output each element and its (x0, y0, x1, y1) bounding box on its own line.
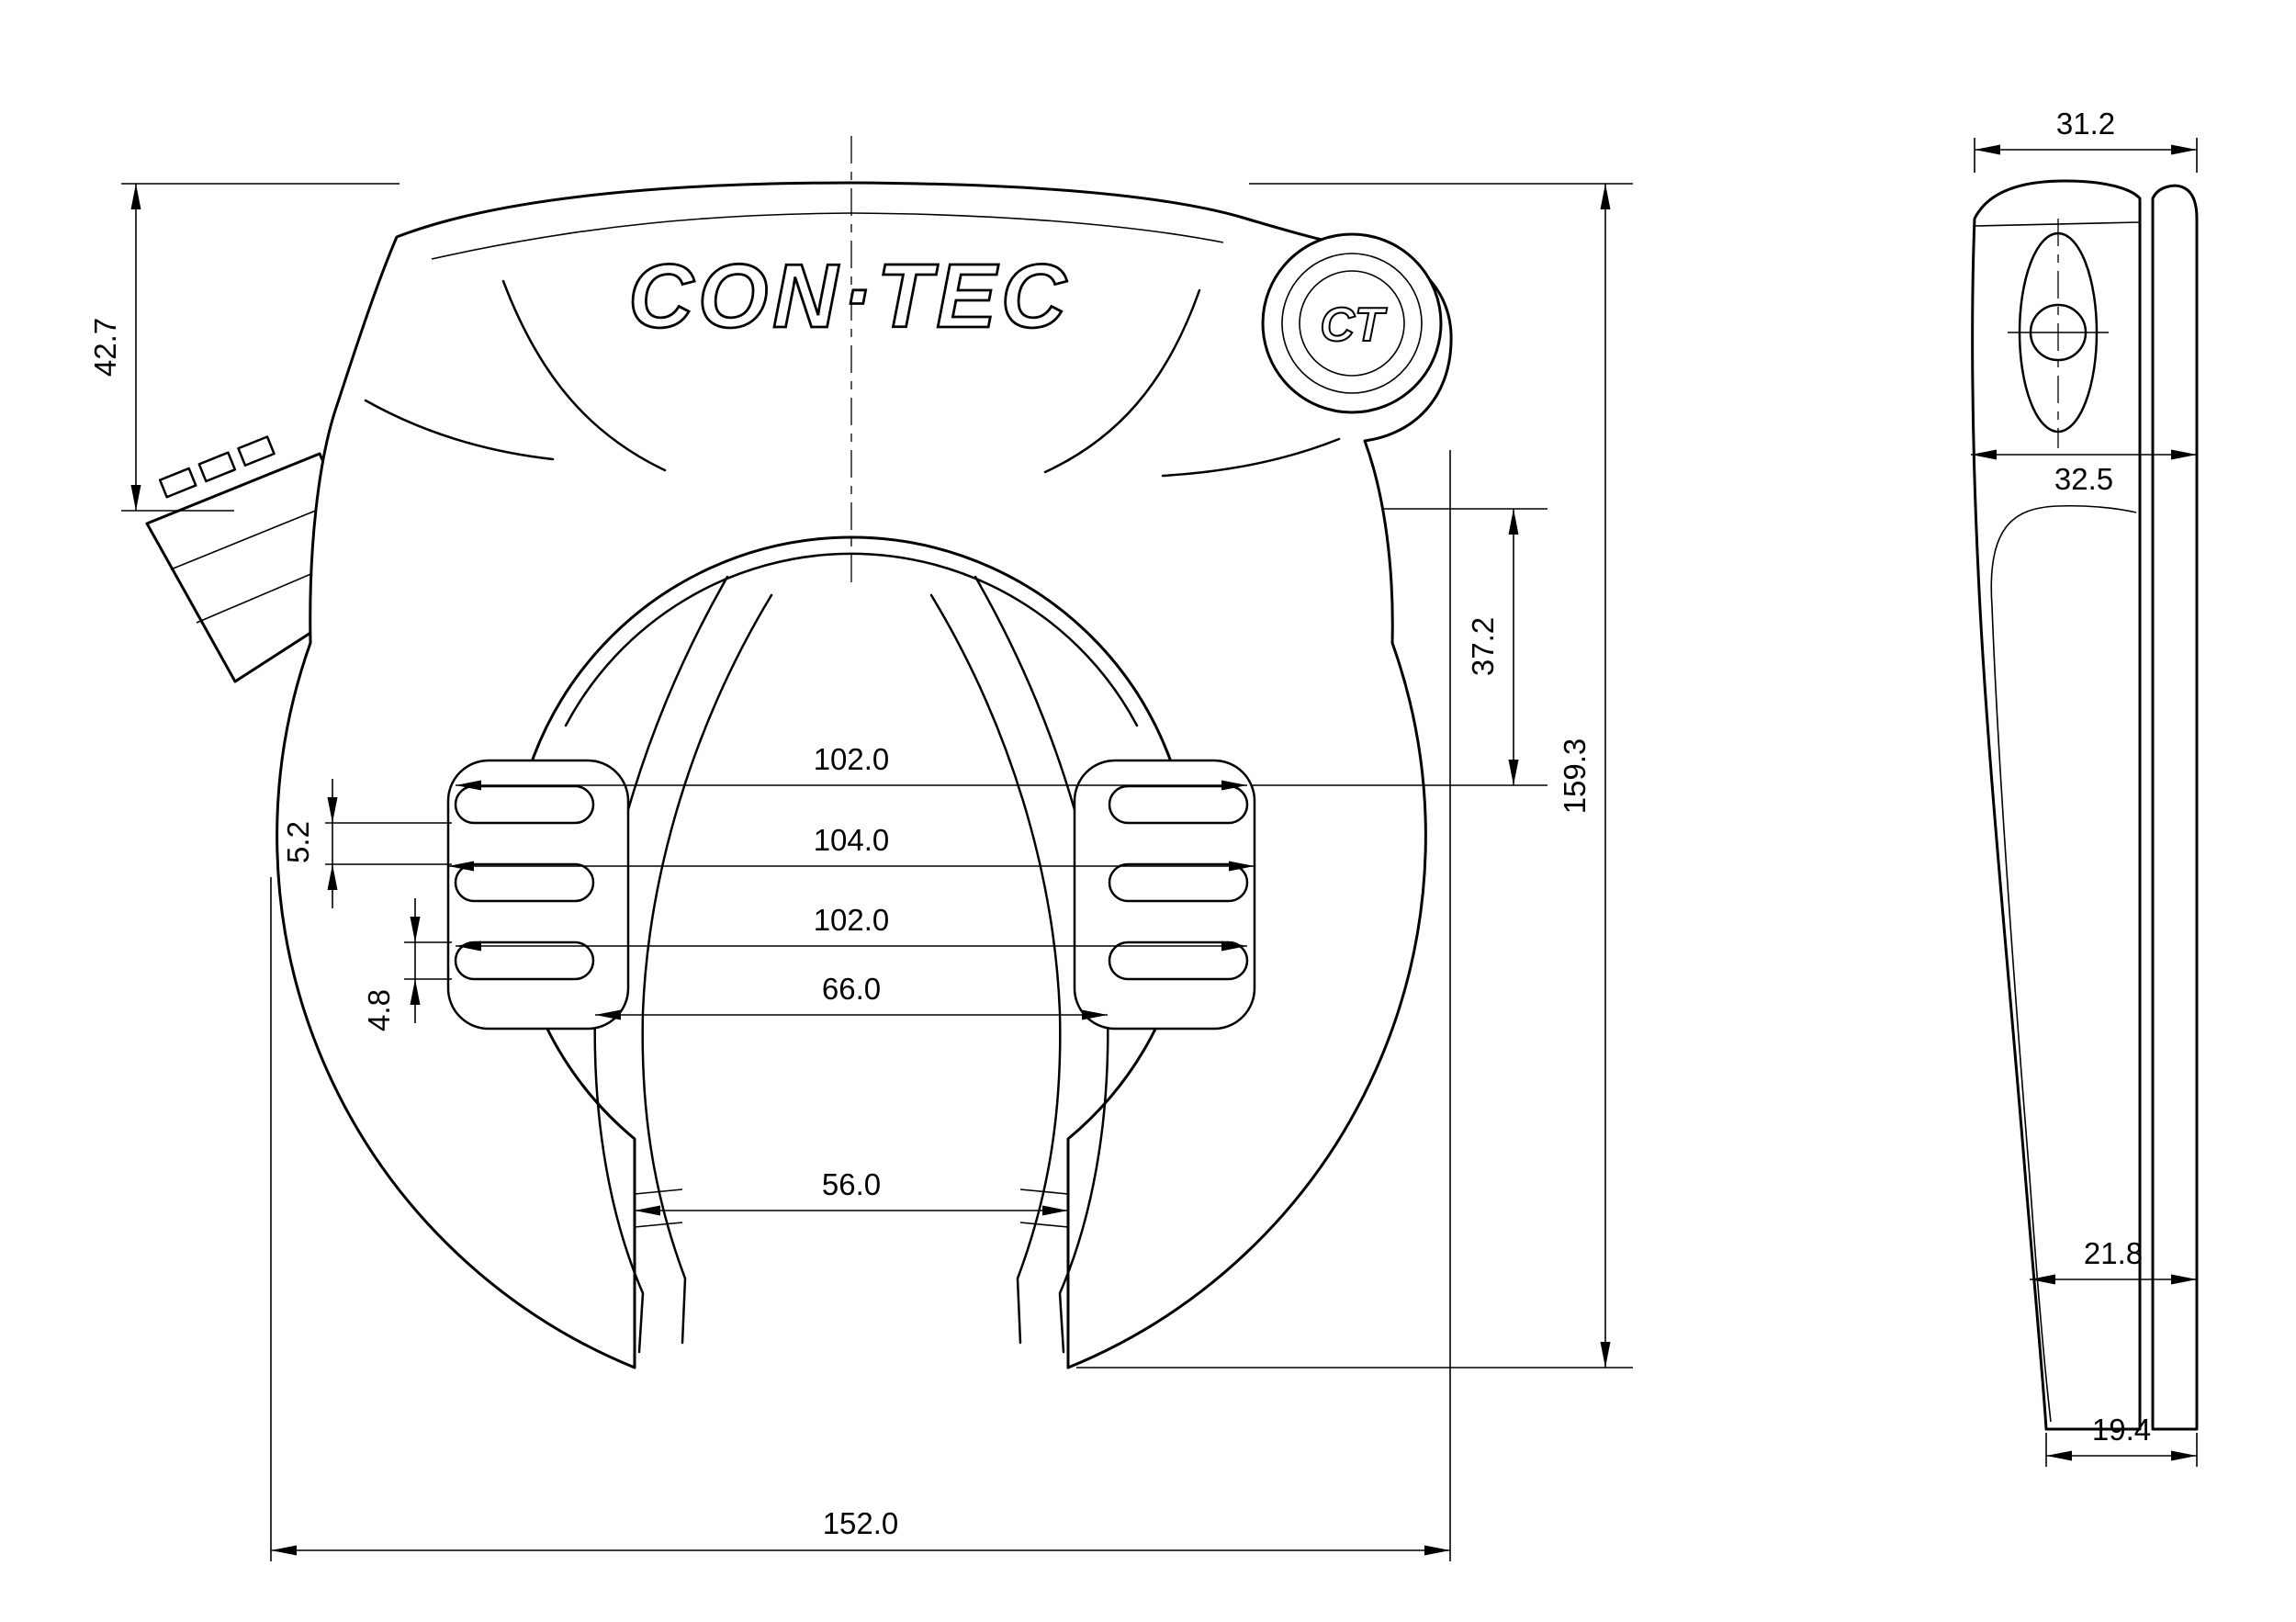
dim-side-upper-width: 32.5 (1971, 449, 2197, 496)
mount-slot (1108, 862, 1249, 903)
dim-overall-height-label: 159.3 (1558, 738, 1592, 815)
head-notch-left (501, 279, 667, 472)
dim-side-lower-width: 21.8 (2030, 1236, 2197, 1285)
dim-slot-span-lower: 102.0 (456, 903, 1247, 952)
dim-slot-gap-label: 5.2 (281, 821, 315, 863)
dim-overall-width: 152.0 (270, 450, 1451, 1561)
lever-serrations (158, 435, 276, 499)
shoulder-crease-right (1161, 437, 1341, 478)
dim-arm-inner-span: 66.0 (595, 972, 1108, 1020)
side-parting-line (1974, 221, 2141, 227)
side-body-outline (1971, 179, 2142, 1431)
dim-overall-height: 159.3 (1076, 183, 1633, 1369)
shoulder-crease-left (364, 399, 555, 461)
dim-slot-span-upper: 102.0 (456, 742, 1247, 791)
dim-side-upper-width-label: 32.5 (2054, 462, 2113, 496)
dim-slot-height: 4.8 (362, 898, 452, 1031)
dim-side-top-width-label: 31.2 (2056, 107, 2115, 141)
dim-overall-width-label: 152.0 (823, 1506, 899, 1540)
brand-wordmark: CON·TEC (628, 245, 1070, 346)
dim-plate-span-label: 104.0 (814, 823, 890, 857)
dim-side-top-width: 31.2 (1974, 107, 2198, 173)
logo-monogram: CT (1320, 298, 1388, 352)
dim-head-height: 42.7 (88, 183, 400, 512)
dim-side-lower-width-label: 21.8 (2084, 1236, 2143, 1270)
key-housing: CT (1261, 232, 1443, 414)
dim-key-offset: 37.2 (1251, 508, 1548, 786)
dim-slot-gap: 5.2 (281, 779, 452, 908)
bolt-arms (593, 575, 1109, 1354)
mount-slot (454, 784, 595, 825)
mount-slot (1108, 784, 1249, 825)
dim-side-bottom-width: 19.4 (2045, 1413, 2198, 1467)
mount-plate-left (446, 759, 630, 1031)
dim-arm-inner-span-label: 66.0 (822, 972, 881, 1006)
mount-slot (454, 862, 595, 903)
keyhole (2008, 219, 2109, 448)
dim-slot-span-lower-label: 102.0 (814, 903, 890, 937)
front-view: CT CON·TEC 42.7 37.2 159.3 102.0 (88, 136, 1633, 1561)
dim-plate-span: 104.0 (448, 823, 1255, 872)
head-notch-right (1043, 288, 1201, 474)
dim-slot-height-label: 4.8 (362, 989, 396, 1031)
dim-key-offset-label: 37.2 (1466, 617, 1500, 676)
dim-slot-span-upper-label: 102.0 (814, 742, 890, 776)
dim-opening-width-label: 56.0 (822, 1167, 881, 1201)
side-cover-plate (2151, 184, 2199, 1431)
mount-slot (454, 941, 595, 981)
side-view: 31.2 32.5 21.8 19.4 (1971, 107, 2199, 1467)
dim-side-bottom-width-label: 19.4 (2092, 1413, 2151, 1447)
dim-head-height-label: 42.7 (88, 318, 122, 377)
inner-arch-line (564, 552, 1139, 727)
mount-slot (1108, 941, 1249, 981)
dim-opening-width: 56.0 (635, 1167, 1068, 1216)
mount-plate-right (1073, 759, 1256, 1031)
